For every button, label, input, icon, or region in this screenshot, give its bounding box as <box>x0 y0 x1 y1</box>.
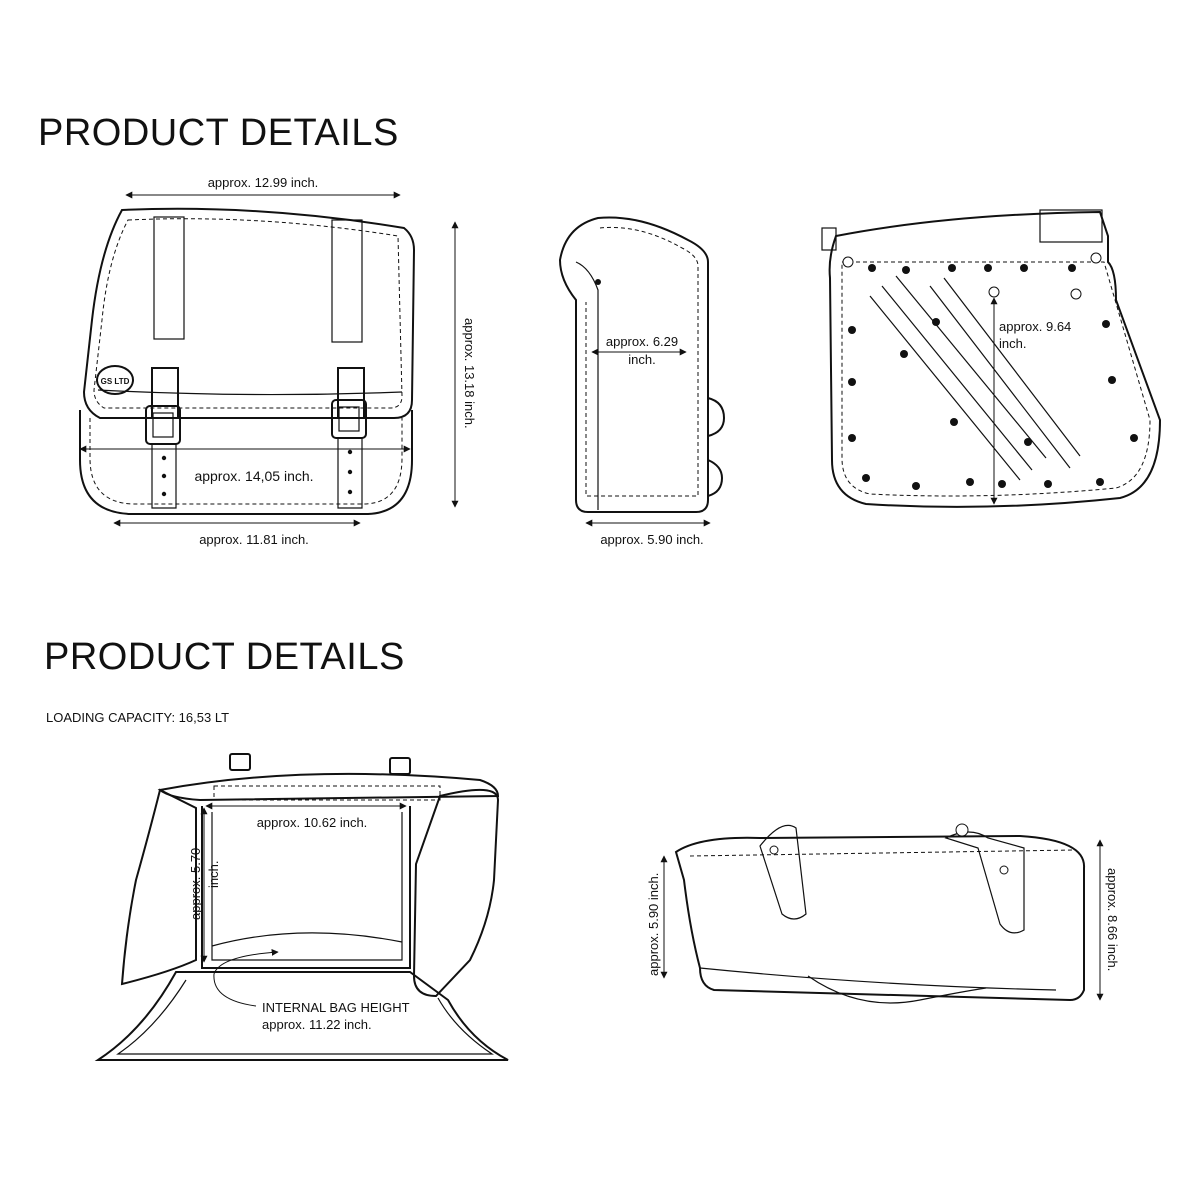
open-inner-width-label: approx. 10.62 inch. <box>257 815 368 830</box>
loading-capacity: LOADING CAPACITY: 16,53 LT <box>46 710 230 725</box>
side-depth-top-unit: inch. <box>628 352 655 367</box>
front-bottom-width-label: approx. 11.81 inch. <box>199 532 309 547</box>
callout-value: approx. 11.22 inch. <box>262 1017 372 1032</box>
logo-text: GS LTD <box>101 377 130 386</box>
top-strap-right <box>944 831 1025 934</box>
back-top-strap <box>1039 209 1103 243</box>
front-view-bag: GS LTD <box>79 207 416 515</box>
side-view-bag <box>558 216 726 513</box>
top-strap-left <box>759 824 807 920</box>
front-body-width-label: approx. 14,05 inch. <box>194 468 313 484</box>
side-depth-top-label: approx. 6.29 <box>606 334 678 349</box>
back-rivets <box>848 264 1138 490</box>
callout-title: INTERNAL BAG HEIGHT <box>262 1000 410 1015</box>
callout-arrow <box>213 948 279 1007</box>
buckle-left <box>145 405 181 445</box>
brand-logo <box>96 365 134 395</box>
top-left-height-label: approx. 5.90 inch. <box>646 873 661 976</box>
strap-loop-left <box>151 367 179 419</box>
back-view-bag <box>821 209 1162 508</box>
open-inner-depth-label: approx. 5.70 <box>188 848 203 920</box>
front-height-label: approx. 13.18 inch. <box>462 318 477 429</box>
open-inner-depth-unit: inch. <box>206 861 221 888</box>
front-top-width-label: approx. 12.99 inch. <box>208 175 319 190</box>
strap-loop-right <box>337 367 365 419</box>
section-title-bottom: PRODUCT DETAILS <box>44 636 405 678</box>
back-height-label: approx. 9.64 <box>999 319 1071 334</box>
back-height-unit: inch. <box>999 336 1026 351</box>
section-title-top: PRODUCT DETAILS <box>38 112 399 154</box>
top-view-bag <box>674 823 1086 1004</box>
buckle-right <box>331 399 367 439</box>
open-flap-left <box>120 788 197 986</box>
open-flap-right <box>412 788 500 998</box>
top-right-height-label: approx. 8.66 inch. <box>1105 868 1120 971</box>
side-depth-bottom-label: approx. 5.90 inch. <box>600 532 703 547</box>
